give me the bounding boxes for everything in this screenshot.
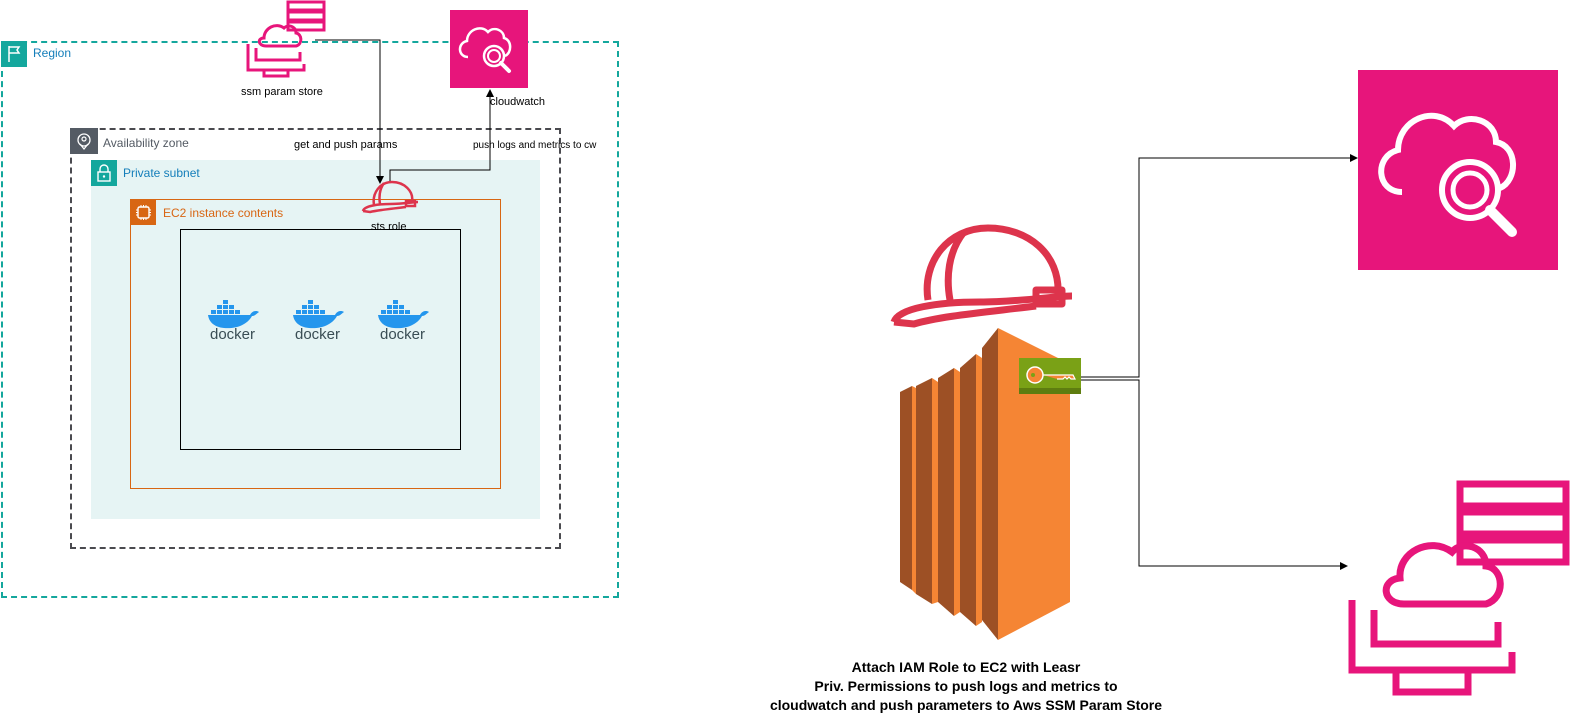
- container-box: [180, 229, 461, 450]
- lock-icon: [91, 160, 117, 186]
- availability-zone-group: [70, 128, 561, 549]
- docker-label: docker: [210, 326, 255, 342]
- edge-sts-to-cloudwatch: [389, 96, 491, 181]
- docker-label: docker: [295, 326, 340, 342]
- ssm-param-store-icon: [246, 0, 326, 78]
- region-group: [1, 41, 619, 598]
- caption-line: Priv. Permissions to push logs and metri…: [814, 678, 1118, 694]
- key-icon: [1019, 358, 1081, 394]
- ssm-label: ssm param store: [241, 86, 323, 98]
- sts-role-label: sts role: [371, 221, 407, 233]
- cloudwatch-icon: [450, 10, 528, 88]
- docker-icon: docker: [208, 300, 259, 342]
- private-subnet-group: [91, 160, 540, 519]
- arrowhead: [486, 89, 494, 97]
- edge-label-get-push-params: get and push params: [294, 139, 398, 151]
- ssm-param-store-icon: [1348, 480, 1570, 696]
- availability-zone-label: Availability zone: [103, 136, 189, 150]
- location-pin-icon: [70, 128, 98, 154]
- cloudwatch-icon: [1358, 70, 1558, 270]
- arrowhead: [1340, 562, 1348, 570]
- chip-icon: [131, 200, 156, 225]
- private-subnet-label: Private subnet: [123, 166, 200, 180]
- caption: Attach IAM Role to EC2 with Leasr Priv. …: [700, 658, 1232, 715]
- edge-key-to-cloudwatch: [1070, 157, 1352, 378]
- hard-hat-icon: [361, 180, 419, 214]
- flag-icon: [1, 41, 27, 67]
- caption-line: Attach IAM Role to EC2 with Leasr: [851, 659, 1081, 675]
- cloudwatch-label: cloudwatch: [490, 96, 546, 108]
- docker-icon: docker: [293, 300, 344, 342]
- hard-hat-icon: [890, 224, 1073, 328]
- ec2-instance-label: EC2 instance contents: [163, 206, 284, 220]
- edge-key-to-ssm: [1070, 379, 1342, 567]
- docker-icon: docker: [378, 300, 429, 342]
- ec2-instance-icon: [900, 328, 1070, 640]
- docker-label: docker: [380, 326, 425, 342]
- arrowhead: [376, 176, 384, 184]
- caption-line: cloudwatch and push parameters to Aws SS…: [769, 697, 1163, 713]
- arrowhead: [1350, 154, 1358, 162]
- region-label: Region: [33, 46, 72, 60]
- ec2-instance-group: [130, 199, 501, 489]
- edge-label-push-logs: push logs and metrics to cw: [473, 140, 597, 151]
- edge-ssm-to-sts: [315, 39, 381, 176]
